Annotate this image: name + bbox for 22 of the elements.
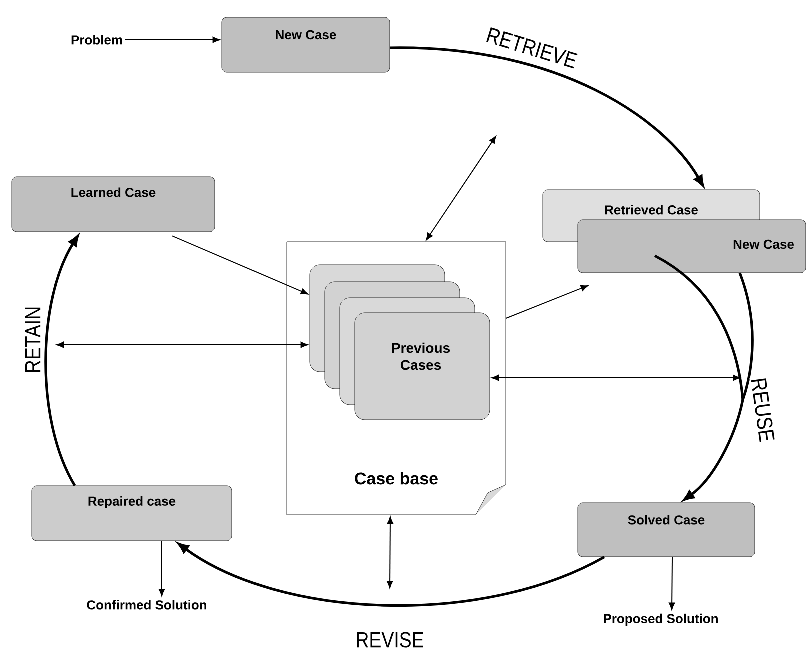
arrow: [158, 540, 166, 597]
card-stack: Previous Cases: [310, 264, 490, 420]
arrow: [386, 516, 394, 588]
process-box: New Case: [578, 220, 806, 274]
bare-label: Problem: [72, 35, 122, 45]
arrow: [172, 236, 308, 295]
edge-label: REUSE: [750, 376, 776, 444]
process-box: Learned Case: [12, 176, 216, 232]
arrow: [178, 543, 606, 607]
bare-label: Confirmed Solution: [87, 600, 206, 610]
process-box: Solved Case: [578, 502, 756, 558]
arrow: [124, 36, 220, 44]
arrow: [506, 285, 588, 319]
edge-label: REVISE: [354, 631, 426, 649]
arrow: [492, 374, 741, 382]
process-box: New Case: [222, 17, 390, 73]
arrow: [654, 254, 754, 501]
edge-label: RETAIN: [24, 305, 42, 375]
process-box: Repaired case: [32, 486, 232, 542]
arrow: [56, 342, 308, 348]
arrow: [668, 556, 676, 610]
bare-label: Proposed Solution: [604, 614, 718, 626]
